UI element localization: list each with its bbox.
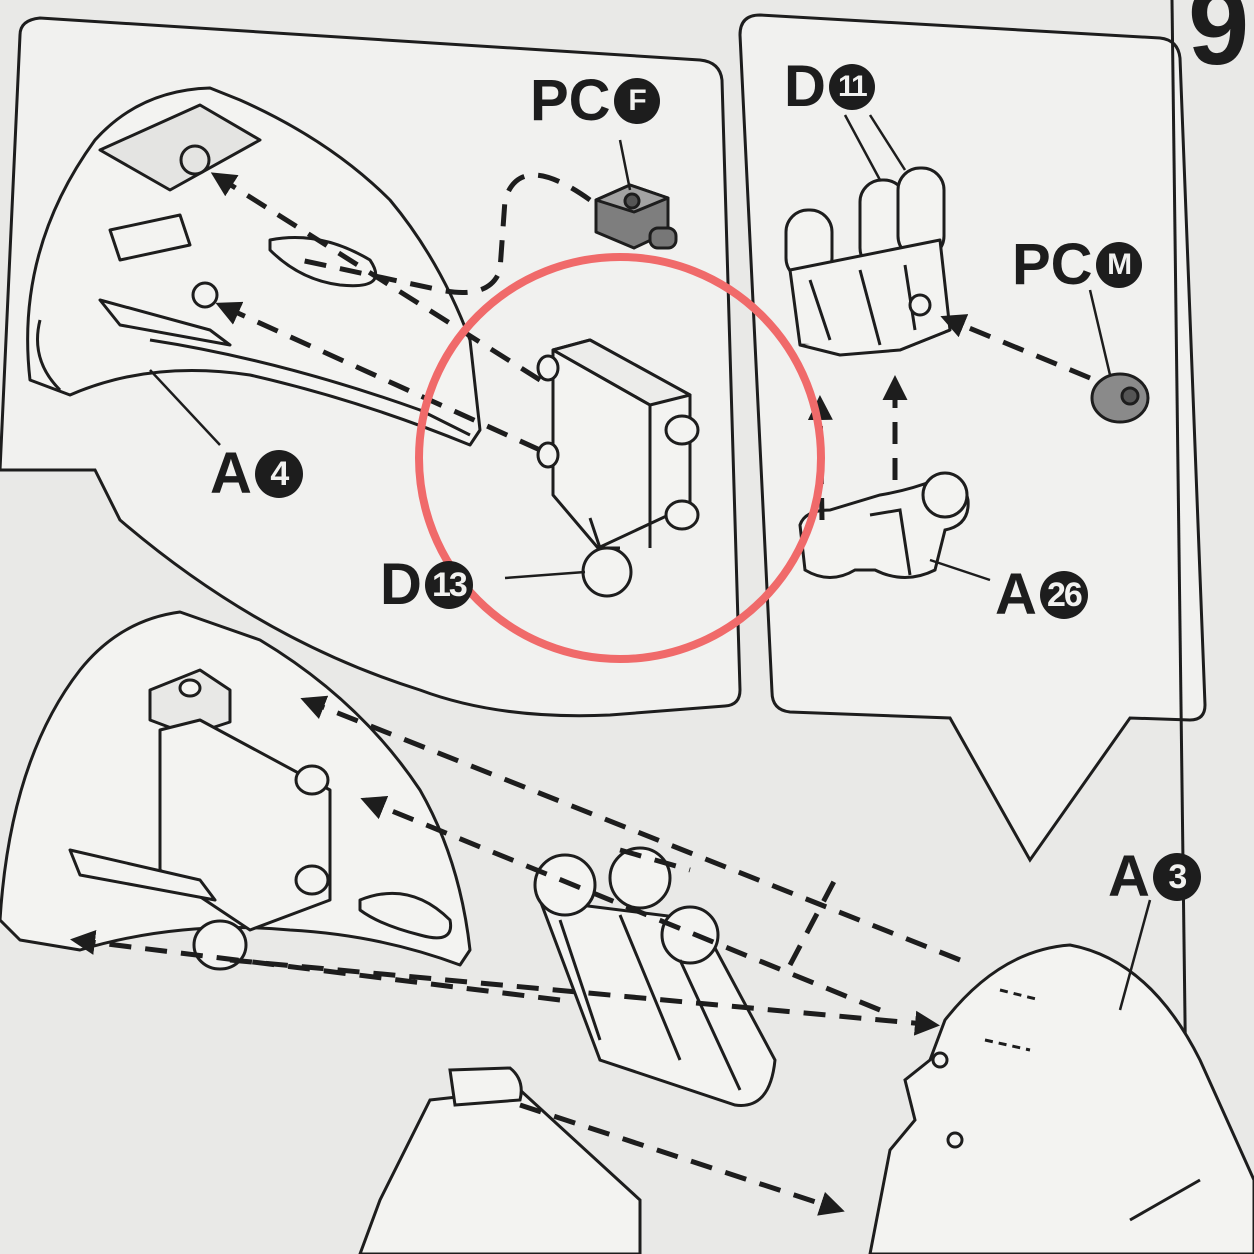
label-a26-badge: 26 <box>1039 571 1088 619</box>
label-d11-prefix: D <box>784 54 826 119</box>
label-pc-m-badge: M <box>1095 242 1142 288</box>
label-pc-f-badge: F <box>613 78 660 124</box>
label-pc-f-prefix: PC <box>530 68 611 133</box>
label-a4-prefix: A <box>210 441 252 506</box>
label-a3: A 3 <box>1108 848 1201 906</box>
part-d13 <box>536 338 700 598</box>
label-a3-badge: 3 <box>1152 853 1201 901</box>
highlight-circle <box>415 253 825 663</box>
part-pc-m <box>1090 372 1150 424</box>
leader-lines <box>149 114 1152 1011</box>
part-a3 <box>868 943 1254 1254</box>
part-d11 <box>784 166 952 357</box>
label-pc-m: PC M <box>1012 236 1142 294</box>
part-assembly-bottom <box>0 610 472 971</box>
label-a26: A 26 <box>995 566 1088 624</box>
label-d11: D 11 <box>784 58 875 116</box>
label-d13-prefix: D <box>380 552 422 617</box>
label-a4-badge: 4 <box>254 450 303 498</box>
part-a26 <box>798 471 970 579</box>
panel-right <box>738 13 1207 863</box>
label-a3-prefix: A <box>1108 844 1150 909</box>
label-a4: A 4 <box>210 445 303 503</box>
part-fin-bottom <box>358 1066 642 1254</box>
guide-lines <box>70 172 1091 1216</box>
label-d11-badge: 11 <box>828 64 875 110</box>
label-d13-badge: 13 <box>424 561 473 609</box>
label-pc-m-prefix: PC <box>1012 232 1093 297</box>
part-thruster-bottom <box>533 846 777 1107</box>
label-d13: D 13 <box>380 556 473 614</box>
label-pc-f: PC F <box>530 72 660 130</box>
label-a26-prefix: A <box>995 562 1037 627</box>
step-number: 9 <box>1188 0 1250 88</box>
